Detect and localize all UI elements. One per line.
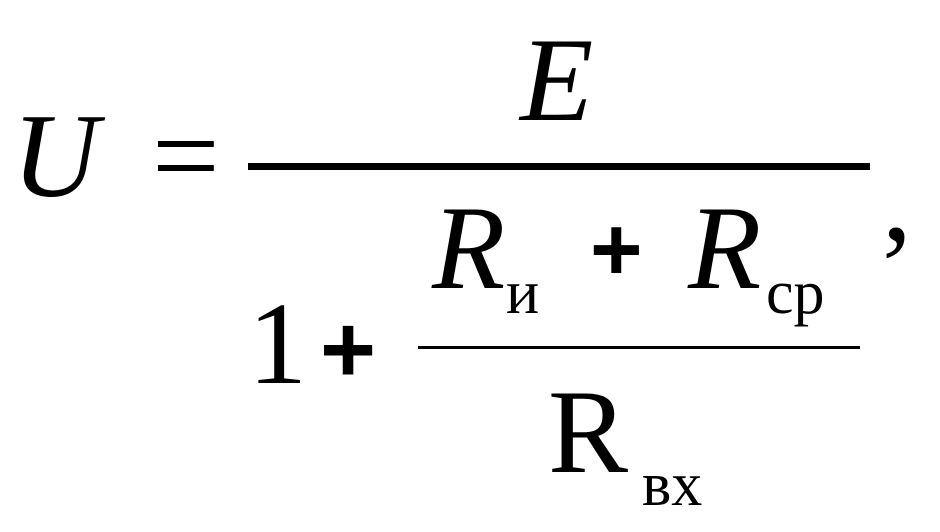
variable-u: U	[12, 89, 99, 222]
numerator-e: E	[520, 13, 594, 146]
inner-fraction-bar	[418, 346, 860, 349]
inner-numerator-r-sr-subscript: ср	[766, 259, 825, 327]
main-fraction-bar	[248, 163, 870, 170]
inner-denominator-r-vx: R	[548, 365, 629, 498]
inner-numerator-r-sr: R	[688, 181, 762, 314]
denominator-plus: +	[320, 296, 377, 403]
inner-numerator-plus: +	[590, 200, 643, 300]
inner-numerator-r-i: R	[432, 181, 506, 314]
equals-sign: =	[152, 89, 220, 222]
denominator-one: 1	[248, 278, 307, 409]
inner-numerator-r-i-subscript: и	[506, 259, 540, 327]
inner-denominator-r-vx-subscript: вх	[642, 451, 703, 519]
trailing-comma: ,	[882, 133, 912, 266]
